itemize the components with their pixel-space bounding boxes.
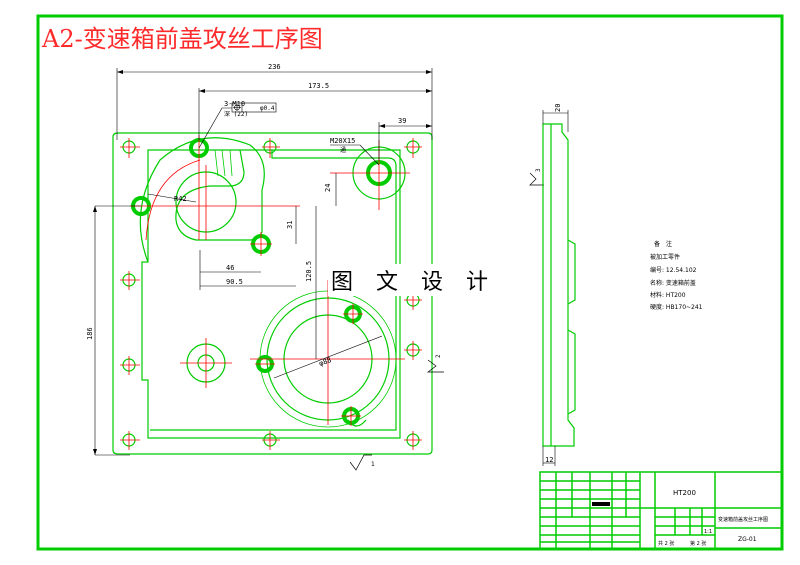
notes-heading: 备 注	[654, 240, 672, 248]
center-lines	[120, 135, 422, 450]
side-view	[542, 123, 576, 447]
watermark: 图 文 设 计	[331, 270, 496, 295]
dim-phi88: φ88	[318, 356, 333, 368]
watermark-bg	[328, 264, 470, 296]
sheet-border	[36, 14, 784, 551]
tb-drawing-no: ZG-01	[738, 536, 757, 543]
notes-block: 备 注 被加工零件 编号: 12.54.102 名称: 变速箱前盖 材料: HT…	[650, 240, 703, 311]
callout-m10-depth: 深 (22)	[224, 110, 248, 118]
dim-24: 24	[324, 184, 332, 192]
dim-r42: R42	[174, 195, 187, 203]
dim-overall-width: 236	[268, 63, 281, 71]
tb-material: HT200	[673, 489, 696, 497]
notes-line: 材料: HT200	[650, 291, 686, 299]
callout-position-tol: φ0.4	[260, 105, 275, 112]
dim-side-bottom: 12	[545, 456, 553, 464]
title-block	[539, 471, 783, 550]
notes-line: 名称: 变速箱前盖	[650, 279, 696, 287]
drawing-title: A2-变速箱前盖攻丝工序图	[41, 25, 323, 53]
tb-scale: 1:1	[704, 529, 712, 535]
notes-line: 被加工零件	[650, 253, 680, 261]
dim-46: 46	[226, 264, 234, 272]
title-block-fills	[592, 502, 610, 506]
tolerance-frame	[231, 102, 277, 113]
inner-step	[150, 150, 397, 431]
dim-186: 186	[86, 327, 94, 340]
dim-side-width: 20	[554, 104, 562, 112]
notes-line: 编号: 12.54.102	[650, 266, 697, 274]
side-dims	[542, 110, 569, 466]
roughness-symbols	[349, 172, 544, 471]
roughness-label-3: 3	[535, 168, 542, 172]
tb-sheets: 共 2 张	[658, 540, 674, 547]
dim-173: 173.5	[308, 82, 329, 90]
dim-arrows	[93, 70, 432, 455]
dim-120: 120.5	[305, 261, 313, 282]
tb-drawing-name: 变速箱前盖攻丝工序图	[718, 516, 768, 523]
inner-profile	[141, 149, 401, 439]
dim-90: 90.5	[226, 278, 243, 286]
dim-39: 39	[398, 117, 406, 125]
dim-31: 31	[286, 221, 294, 229]
callout-m20: M20X15	[330, 137, 355, 145]
tb-sheet-no: 第 2 张	[690, 540, 706, 547]
roughness-label-1: 1	[371, 461, 375, 468]
plate-outline	[112, 132, 433, 455]
rib-lines	[214, 149, 233, 177]
callout-m10: 3-M10	[224, 100, 245, 108]
roughness-label-2: 2	[435, 354, 442, 358]
dimension-lines	[94, 68, 433, 456]
notes-line: 硬度: HB170~241	[650, 303, 703, 311]
callout-m20-through: 通	[340, 146, 346, 154]
